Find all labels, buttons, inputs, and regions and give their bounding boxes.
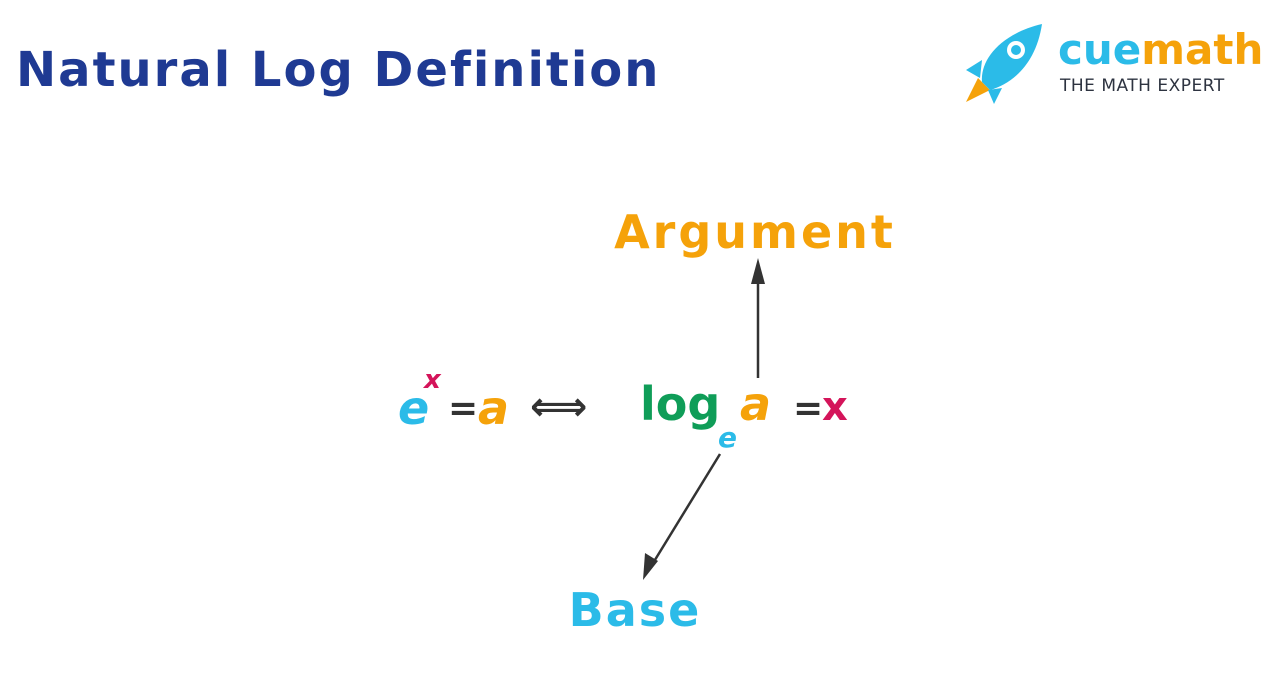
log-base-e: e xyxy=(718,421,737,454)
left-value-a: a xyxy=(478,381,509,435)
log-function: log xyxy=(640,377,720,431)
brand-name-math: math xyxy=(1141,25,1264,74)
base-label: Base xyxy=(569,583,702,637)
brand-name-cue: cue xyxy=(1058,25,1142,74)
left-equals-sign: = xyxy=(448,388,478,429)
base-arrow xyxy=(648,453,722,569)
base-arrow-head xyxy=(643,553,658,580)
right-result-x: x xyxy=(822,384,848,430)
brand-name: cuemath xyxy=(1058,28,1263,72)
brand-logo[interactable]: cuemath THE MATH EXPERT xyxy=(960,20,1263,106)
left-base-e: e xyxy=(398,381,429,435)
argument-arrow-head xyxy=(751,258,765,284)
page-title: Natural Log Definition xyxy=(16,42,661,98)
rocket-icon xyxy=(966,24,1042,104)
brand-tagline: THE MATH EXPERT xyxy=(1060,76,1225,96)
equivalence-arrow: ⟺ xyxy=(530,384,587,430)
log-argument-a: a xyxy=(740,377,771,431)
argument-label: Argument xyxy=(614,205,896,259)
right-equals-sign: = xyxy=(793,388,823,429)
left-exponent-x: x xyxy=(422,365,442,395)
